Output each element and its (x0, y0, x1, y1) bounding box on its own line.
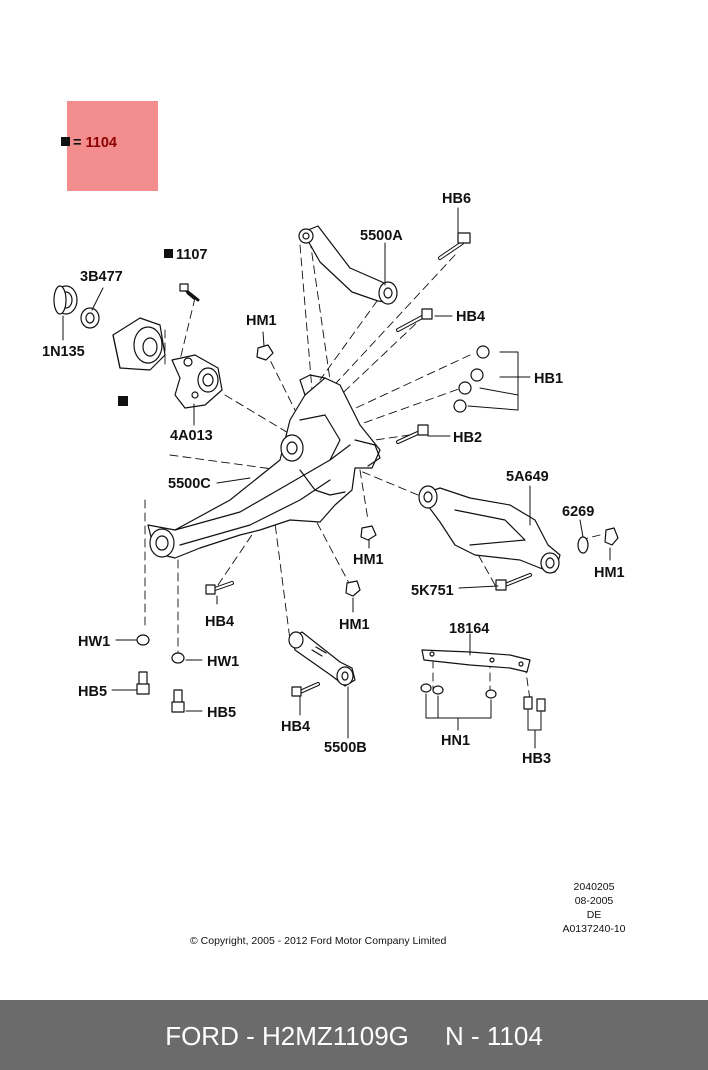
label-5k751: 5K751 (411, 583, 454, 599)
stamp-line: DE (586, 909, 602, 921)
drawing-stamp: 2040205 08-2005 DE A0137240-10 (556, 880, 632, 936)
label-hb5-left: HB5 (78, 684, 107, 700)
label-3b477: 3B477 (80, 269, 123, 285)
washer-6269 (577, 536, 589, 554)
bolt-hb4-low (291, 682, 320, 697)
label-hb1: HB1 (534, 371, 563, 387)
leader-lines (62, 207, 611, 749)
label-hb4-low: HB4 (281, 719, 310, 735)
label-hm1-right: HM1 (594, 565, 625, 581)
bolt-hb4-left (205, 581, 234, 595)
label-5a649: 5A649 (506, 469, 549, 485)
bolt-hb2 (396, 424, 429, 444)
footer-text: FORD - H2MZ1109G N - 1104 (165, 1021, 543, 1051)
square-marker-1107 (164, 249, 173, 258)
bolt-hb6 (438, 232, 471, 260)
nut-hm1-top (256, 344, 274, 361)
square-icon (61, 137, 70, 146)
nut-hm1-right (604, 527, 619, 546)
nut-hm1-low (345, 580, 361, 597)
lower-arm-5a649 (418, 485, 561, 574)
label-6269: 6269 (562, 504, 594, 520)
stamp-line: 08-2005 (574, 895, 614, 907)
bolts-hb3 (523, 696, 546, 712)
nut-1n135 (53, 285, 78, 315)
seal-3b477 (80, 307, 100, 329)
label-hb5-right: HB5 (207, 705, 236, 721)
knuckle-4a013 (171, 354, 223, 409)
label-hw1-left: HW1 (78, 634, 110, 650)
legend-equals: = (73, 135, 82, 151)
legend: = 1104 (61, 135, 117, 151)
toe-link-5500b (288, 631, 356, 687)
label-hb4-left: HB4 (205, 614, 234, 630)
label-hm1-top: HM1 (246, 313, 277, 329)
bolt-hb5-right (171, 689, 185, 713)
label-1107: 1107 (176, 247, 207, 263)
washer-hw1-left (136, 634, 150, 646)
nut-hm1-mid (360, 525, 377, 541)
label-hb2: HB2 (453, 430, 482, 446)
footer-bar (0, 1000, 708, 1070)
square-marker-hub (118, 396, 128, 406)
washer-hw1-right (171, 652, 185, 664)
bolts-hb1 (453, 345, 490, 413)
label-hb6: HB6 (442, 191, 471, 207)
label-5500b: 5500B (324, 740, 367, 756)
bolt-1107 (179, 283, 200, 302)
label-hn1: HN1 (441, 733, 470, 749)
brace-18164 (421, 649, 531, 673)
stamp-line: A0137240-10 (562, 923, 626, 935)
bolt-hb4-top (396, 308, 433, 332)
bolt-hb5-left (136, 671, 150, 695)
label-hw1-right: HW1 (207, 654, 239, 670)
label-hb3: HB3 (522, 751, 551, 767)
copyright-text: © Copyright, 2005 - 2012 Ford Motor Comp… (190, 935, 447, 947)
parts-diagram: HB6 5500A 1107 3B477 HM1 HB4 1N135 HB1 4… (42, 191, 625, 767)
highlight-box (67, 101, 158, 191)
label-5500a: 5500A (360, 228, 403, 244)
label-hm1-mid: HM1 (353, 552, 384, 568)
label-1n135: 1N135 (42, 344, 85, 360)
upper-arm-5500a (298, 225, 398, 305)
nuts-hn1 (420, 683, 497, 699)
stamp-line: 2040205 (573, 881, 615, 893)
label-4a013: 4A013 (170, 428, 213, 444)
label-18164: 18164 (449, 621, 489, 637)
label-5500c: 5500C (168, 476, 211, 492)
bolt-5k751 (495, 573, 532, 591)
subframe-5500c (147, 374, 381, 559)
legend-value: 1104 (85, 135, 117, 151)
label-hb4-top: HB4 (456, 309, 485, 325)
label-hm1-low: HM1 (339, 617, 370, 633)
wheel-hub (112, 317, 166, 371)
